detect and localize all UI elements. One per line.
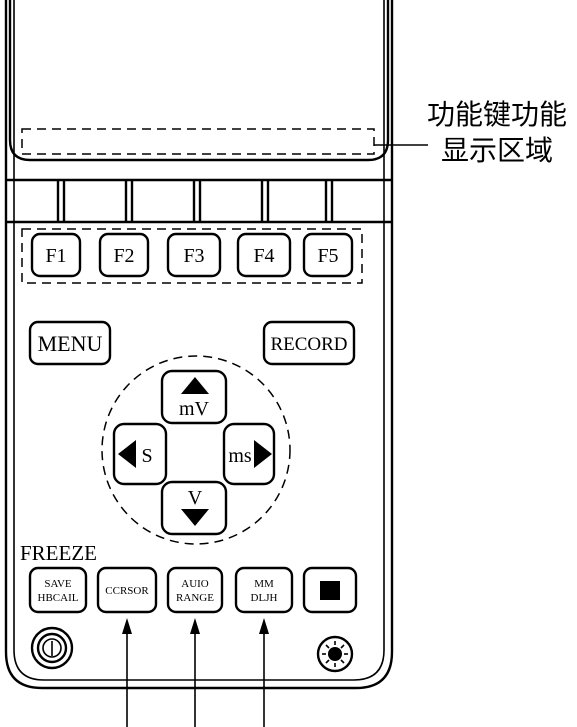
svg-text:RECORD: RECORD — [270, 334, 347, 355]
svg-text:F3: F3 — [183, 245, 204, 267]
function-key-display-area — [21, 128, 375, 155]
dpad-down-button[interactable]: V — [160, 480, 228, 536]
annotation-label-line1: 功能键功能 — [427, 98, 567, 131]
stop-icon — [320, 581, 340, 600]
svg-text:MM: MM — [254, 578, 274, 590]
f3-key[interactable]: F3 — [166, 232, 222, 278]
svg-text:mV: mV — [179, 398, 210, 420]
display-screen — [8, 0, 390, 162]
svg-text:AUIO: AUIO — [181, 578, 209, 590]
svg-text:CCRSOR: CCRSOR — [105, 585, 149, 597]
auto-range-button[interactable]: AUIO RANGE — [166, 566, 224, 614]
arrow-left-icon — [118, 440, 136, 468]
svg-text:F2: F2 — [113, 245, 134, 267]
record-button[interactable]: RECORD — [262, 320, 356, 366]
backlight-button[interactable] — [316, 635, 354, 673]
freeze-label: FREEZE — [20, 541, 97, 565]
device-body — [4, 0, 394, 690]
svg-text:ms: ms — [228, 445, 252, 467]
dpad-ring — [101, 355, 291, 545]
save-button[interactable]: SAVE HBCAIL — [28, 566, 88, 614]
cursor-button[interactable]: CCRSOR — [96, 566, 158, 614]
softkey-dividers — [56, 180, 334, 222]
svg-text:HBCAIL: HBCAIL — [38, 592, 79, 604]
svg-text:SAVE: SAVE — [44, 578, 72, 590]
sun-icon — [322, 641, 348, 667]
svg-text:V: V — [188, 487, 203, 509]
svg-text:F4: F4 — [253, 245, 274, 267]
f5-key[interactable]: F5 — [302, 232, 354, 278]
f1-key[interactable]: F1 — [30, 232, 82, 278]
svg-text:RANGE: RANGE — [176, 592, 214, 604]
stop-button[interactable] — [302, 566, 358, 614]
arrow-up-icon — [181, 377, 209, 394]
annotation-label-line2: 显示区域 — [441, 134, 553, 167]
callout-arrows — [122, 618, 269, 727]
svg-text:F5: F5 — [317, 245, 338, 267]
dpad-right-button[interactable]: ms — [222, 422, 276, 486]
arrow-down-icon — [181, 509, 209, 526]
svg-text:DLJH: DLJH — [251, 592, 278, 604]
arrow-right-icon — [254, 440, 272, 468]
dpad-left-button[interactable]: S — [112, 422, 168, 486]
power-button[interactable] — [30, 626, 74, 670]
dpad-up-button[interactable]: mV — [160, 369, 228, 425]
f4-key[interactable]: F4 — [236, 232, 292, 278]
svg-text:F1: F1 — [45, 245, 66, 267]
device-inner-frame — [13, 0, 385, 681]
svg-text:MENU: MENU — [38, 331, 103, 356]
mm-button[interactable]: MM DLJH — [234, 566, 294, 614]
svg-text:S: S — [141, 445, 152, 467]
menu-button[interactable]: MENU — [28, 320, 112, 366]
function-keys-group — [21, 228, 363, 284]
f2-key[interactable]: F2 — [98, 232, 150, 278]
